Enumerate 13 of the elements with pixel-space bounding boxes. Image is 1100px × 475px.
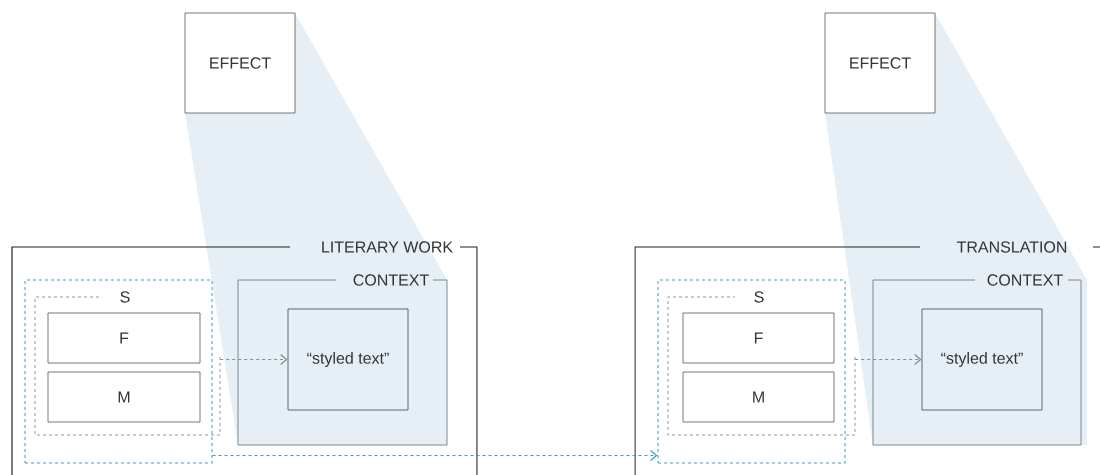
text-box: F <box>682 312 835 364</box>
arrow <box>211 449 658 462</box>
text-box: “styled text” <box>921 308 1043 411</box>
text-box: EFFECT <box>184 12 296 114</box>
arrow <box>854 353 922 366</box>
text-box: EFFECT <box>824 12 936 114</box>
text-box: M <box>47 371 201 423</box>
arrow <box>219 353 288 366</box>
text-box: M <box>682 371 835 423</box>
dashed-box <box>24 279 213 464</box>
text-box: “styled text” <box>287 308 409 411</box>
text-box: F <box>47 312 201 364</box>
dashed-box <box>657 279 846 464</box>
